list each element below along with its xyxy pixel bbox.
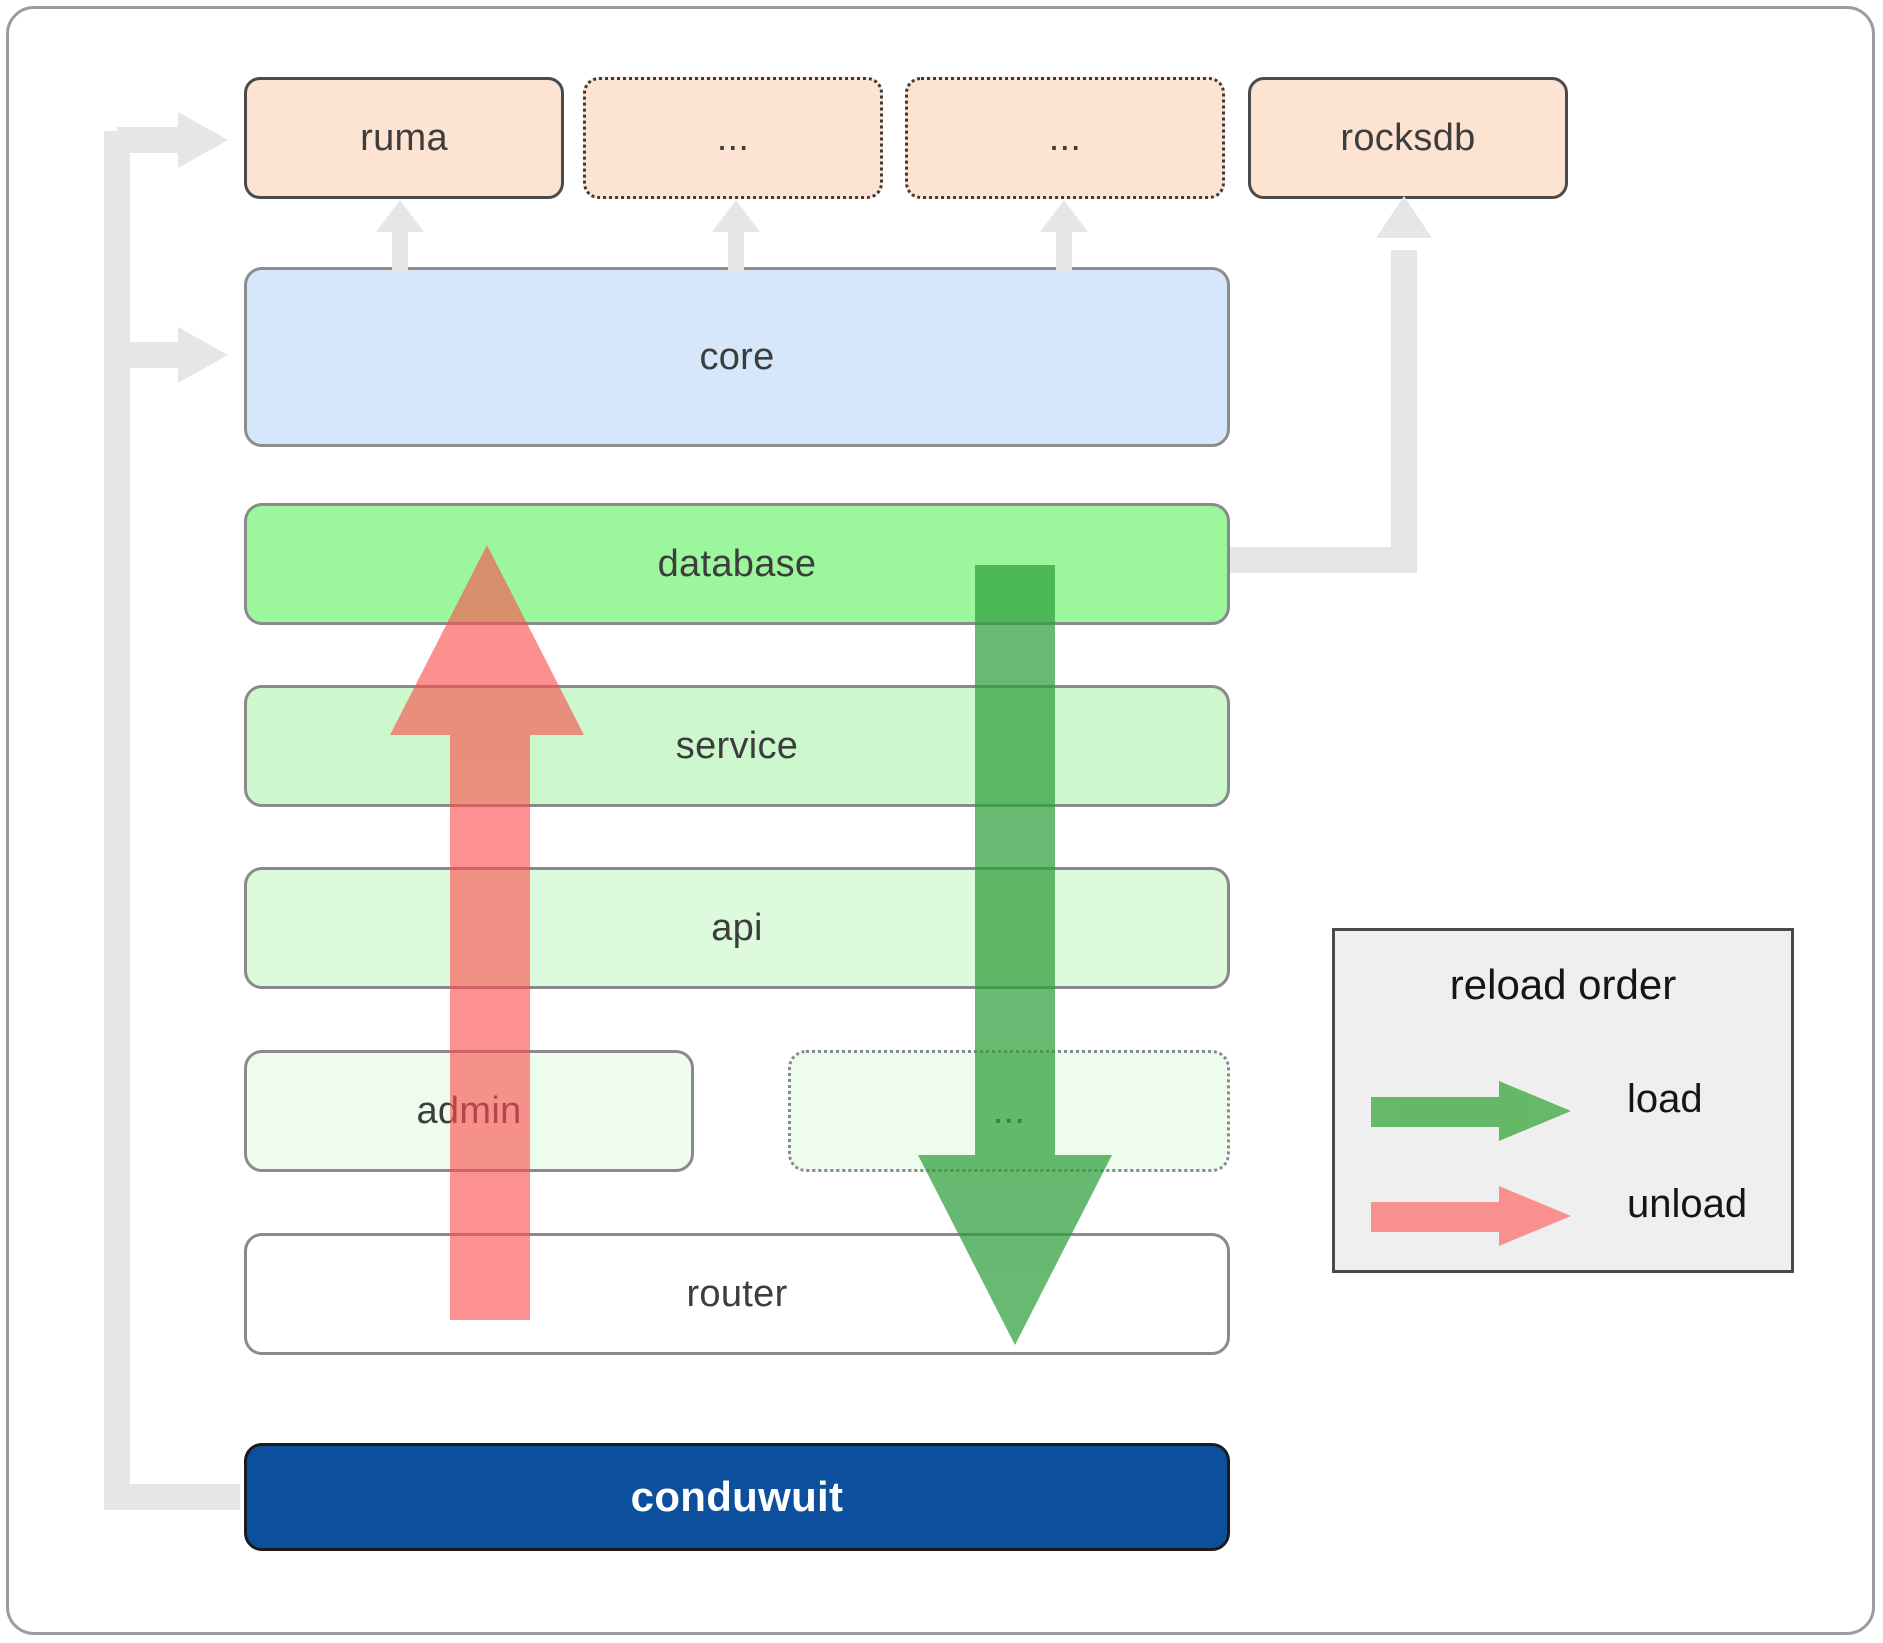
load-arrow-icon: [1371, 1081, 1571, 1141]
crate-ellipsis-2[interactable]: ...: [905, 77, 1225, 199]
layer-service-label: service: [675, 724, 799, 767]
node-conduwuit[interactable]: conduwuit: [244, 1443, 1230, 1551]
crate-ruma-label: ruma: [360, 116, 448, 159]
crate-ellipsis-1[interactable]: ...: [583, 77, 883, 199]
legend-item-unload: unload: [1335, 1166, 1791, 1266]
crate-ruma[interactable]: ruma: [244, 77, 564, 199]
legend-item-load-label: load: [1627, 1077, 1703, 1121]
layer-router[interactable]: router: [244, 1233, 1230, 1355]
crate-ellipsis-2-label: ...: [1048, 116, 1082, 159]
layer-core[interactable]: core: [244, 267, 1230, 447]
crate-ellipsis-1-label: ...: [716, 116, 750, 159]
legend-title: reload order: [1449, 961, 1677, 1008]
crate-rocksdb[interactable]: rocksdb: [1248, 77, 1568, 199]
layer-ellipsis-3[interactable]: ...: [788, 1050, 1230, 1172]
layer-admin[interactable]: admin: [244, 1050, 694, 1172]
layer-ellipsis-3-label: ...: [992, 1089, 1026, 1132]
layer-router-label: router: [686, 1272, 788, 1315]
layer-admin-label: admin: [416, 1089, 522, 1132]
layer-database[interactable]: database: [244, 503, 1230, 625]
node-conduwuit-label: conduwuit: [630, 1473, 844, 1520]
legend-item-unload-label: unload: [1627, 1182, 1748, 1226]
crate-rocksdb-label: rocksdb: [1340, 116, 1476, 159]
legend-item-load: load: [1335, 1061, 1791, 1161]
layer-core-label: core: [699, 335, 775, 378]
diagram-frame: [6, 6, 1875, 1635]
layer-api-label: api: [711, 906, 763, 949]
layer-database-label: database: [657, 542, 817, 585]
layer-api[interactable]: api: [244, 867, 1230, 989]
unload-arrow-icon: [1371, 1186, 1571, 1246]
layer-service[interactable]: service: [244, 685, 1230, 807]
legend-reload-order: reload order load unload: [1332, 928, 1794, 1273]
